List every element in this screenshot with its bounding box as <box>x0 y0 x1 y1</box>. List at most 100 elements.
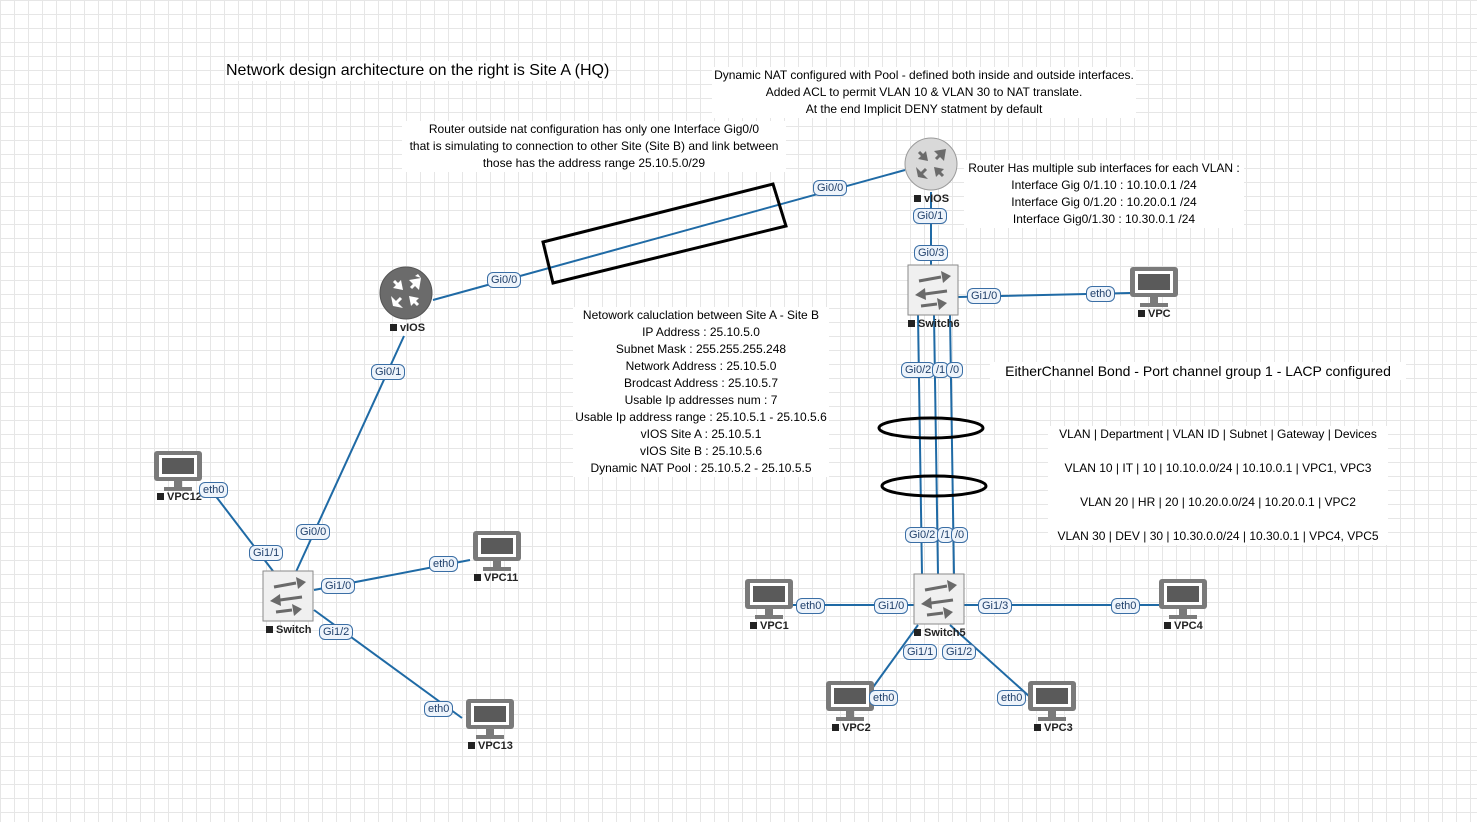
calc-note-line: Brodcast Address : 25.10.5.7 <box>623 376 779 390</box>
iface-vpc3-eth0[interactable]: eth0 <box>997 690 1027 706</box>
switch5-icon <box>913 573 965 625</box>
vpc12-label: VPC12 <box>157 491 202 503</box>
link-switch-vpc12[interactable] <box>207 485 277 576</box>
etherchannel-note: EitherChannel Bond - Port channel group … <box>990 362 1406 380</box>
vpc12-monitor-icon[interactable] <box>152 450 204 492</box>
switch6-icon <box>907 264 959 316</box>
outside-note-line: those has the address range 25.10.5.0/29 <box>482 156 706 170</box>
subif-note-line: Interface Gig 0/1.20 : 10.20.0.1 /24 <box>1011 195 1197 209</box>
nat-note-line: Dynamic NAT configured with Pool - defin… <box>714 68 1134 82</box>
switch6-icon[interactable] <box>907 264 959 316</box>
monitor-icon <box>1028 681 1076 721</box>
iface-sw-gi11[interactable]: Gi1/1 <box>249 545 284 561</box>
switch6-label: Switch6 <box>908 318 960 330</box>
site-link-box <box>541 182 788 285</box>
vpc3-monitor-icon[interactable] <box>1026 680 1078 722</box>
vpc2-monitor-icon[interactable] <box>824 680 876 722</box>
diagram-title: Network design architecture on the right… <box>226 61 610 81</box>
outside-note-line: that is simulating to connection to othe… <box>409 139 779 153</box>
lacp-bundle-ellipse-2 <box>880 474 988 498</box>
nat-note-line: Added ACL to permit VLAN 10 & VLAN 30 to… <box>765 85 1083 99</box>
iface-s6-bundle-gi00[interactable]: /0 <box>946 362 964 378</box>
iface-vpc11-eth0[interactable]: eth0 <box>429 556 459 572</box>
router-left-label: vIOS <box>390 322 425 334</box>
vpc2-label: VPC2 <box>832 722 871 734</box>
calc-note-line: Usable Ip addresses num : 7 <box>624 393 778 407</box>
vpc1-monitor-icon[interactable] <box>743 578 795 620</box>
vlan-table-note: VLAN | Department | VLAN ID | Subnet | G… <box>1048 426 1388 545</box>
iface-s5-gi10[interactable]: Gi1/0 <box>874 598 909 614</box>
outside-note-line: Router outside nat configuration has onl… <box>428 122 760 136</box>
iface-s6-gi03[interactable]: Gi0/3 <box>914 245 949 261</box>
calc-note-line: Subnet Mask : 255.255.255.248 <box>615 342 787 356</box>
router-left-icon <box>379 266 433 320</box>
iface-s5-bundle-gi00[interactable]: /0 <box>951 527 969 543</box>
vlan-table-row: VLAN 10 | IT | 10 | 10.10.0.0/24 | 10.10… <box>1064 461 1372 475</box>
vpc1-label: VPC1 <box>750 620 789 632</box>
subinterface-note: Router Has multiple sub interfaces for e… <box>964 160 1244 228</box>
iface-s5-bundle-gi02[interactable]: Gi0/2 <box>905 527 940 543</box>
calc-note-line: Dynamic NAT Pool : 25.10.5.2 - 25.10.5.5 <box>590 461 812 475</box>
monitor-icon <box>745 579 793 619</box>
calc-note-line: Network Address : 25.10.5.0 <box>625 359 777 373</box>
switch5-label: Switch5 <box>914 627 966 639</box>
vpc13-label: VPC13 <box>468 740 513 752</box>
switch-left-icon[interactable] <box>262 570 314 622</box>
monitor-icon <box>466 699 514 739</box>
iface-r2-gi01[interactable]: Gi0/1 <box>913 208 948 224</box>
iface-s5-gi11[interactable]: Gi1/1 <box>903 644 938 660</box>
switch-left-label: Switch <box>266 624 311 636</box>
nat-note-line: At the end Implicit DENY statment by def… <box>805 102 1043 116</box>
vpc-label: VPC <box>1138 308 1171 320</box>
vpc13-monitor-icon[interactable] <box>464 698 516 740</box>
subif-note-line: Router Has multiple sub interfaces for e… <box>968 161 1240 175</box>
subif-note-line: Interface Gig0/1.30 : 10.30.0.1 /24 <box>1012 212 1196 226</box>
iface-vpc-eth0[interactable]: eth0 <box>1086 286 1116 302</box>
calc-note-line: vIOS Site B : 25.10.5.6 <box>639 444 763 458</box>
calc-note-line: IP Address : 25.10.5.0 <box>642 325 760 339</box>
iface-r1-gi01[interactable]: Gi0/1 <box>371 364 406 380</box>
vpc-monitor-icon[interactable] <box>1128 266 1180 308</box>
iface-vpc4-eth0[interactable]: eth0 <box>1111 598 1141 614</box>
iface-s5-gi13[interactable]: Gi1/3 <box>978 598 1013 614</box>
network-calculation-note: Netowork caluclation between Site A - Si… <box>573 307 829 477</box>
router-right-icon <box>904 137 958 191</box>
vpc4-label: VPC4 <box>1164 620 1203 632</box>
calc-note-line: Usable Ip address range : 25.10.5.1 - 25… <box>575 410 827 424</box>
iface-vpc13-eth0[interactable]: eth0 <box>424 701 454 717</box>
monitor-icon <box>473 531 521 571</box>
iface-sw-gi00[interactable]: Gi0/0 <box>296 524 331 540</box>
vpc3-label: VPC3 <box>1034 722 1073 734</box>
monitor-icon <box>1159 579 1207 619</box>
calc-note-line: vIOS Site A : 25.10.5.1 <box>640 427 762 441</box>
switch-left-icon <box>262 570 314 622</box>
monitor-icon <box>826 681 874 721</box>
iface-r2-gi00[interactable]: Gi0/0 <box>813 180 848 196</box>
outside-nat-note: Router outside nat configuration has onl… <box>402 121 786 172</box>
iface-vpc1-eth0[interactable]: eth0 <box>796 598 826 614</box>
vpc11-label: VPC11 <box>474 572 518 584</box>
router-right-icon[interactable] <box>904 137 958 191</box>
iface-sw-gi12[interactable]: Gi1/2 <box>319 624 354 640</box>
iface-s5-gi12[interactable]: Gi1/2 <box>942 644 977 660</box>
vlan-table-row: VLAN 30 | DEV | 30 | 10.30.0.0/24 | 10.3… <box>1057 529 1379 543</box>
subif-note-line: Interface Gig 0/1.10 : 10.10.0.1 /24 <box>1011 178 1197 192</box>
vpc11-monitor-icon[interactable] <box>471 530 523 572</box>
router-right-label: vIOS <box>914 193 949 205</box>
iface-vpc12-eth0[interactable]: eth0 <box>199 482 229 498</box>
vpc4-monitor-icon[interactable] <box>1157 578 1209 620</box>
switch5-icon[interactable] <box>913 573 965 625</box>
monitor-icon <box>154 451 202 491</box>
nat-config-note: Dynamic NAT configured with Pool - defin… <box>712 67 1136 118</box>
iface-vpc2-eth0[interactable]: eth0 <box>869 690 899 706</box>
vlan-table-header: VLAN | Department | VLAN ID | Subnet | G… <box>1059 427 1377 441</box>
lacp-bundle-ellipse-1 <box>877 416 985 440</box>
link-switch5-vpc2[interactable] <box>865 624 919 698</box>
iface-sw-gi10[interactable]: Gi1/0 <box>321 578 356 594</box>
iface-s6-gi10[interactable]: Gi1/0 <box>967 288 1002 304</box>
iface-r1-gi00[interactable]: Gi0/0 <box>487 272 522 288</box>
vlan-table-row: VLAN 20 | HR | 20 | 10.20.0.0/24 | 10.20… <box>1080 495 1356 509</box>
iface-s6-bundle-gi02[interactable]: Gi0/2 <box>901 362 936 378</box>
monitor-icon <box>1130 267 1178 307</box>
router-left-icon[interactable] <box>379 266 433 320</box>
